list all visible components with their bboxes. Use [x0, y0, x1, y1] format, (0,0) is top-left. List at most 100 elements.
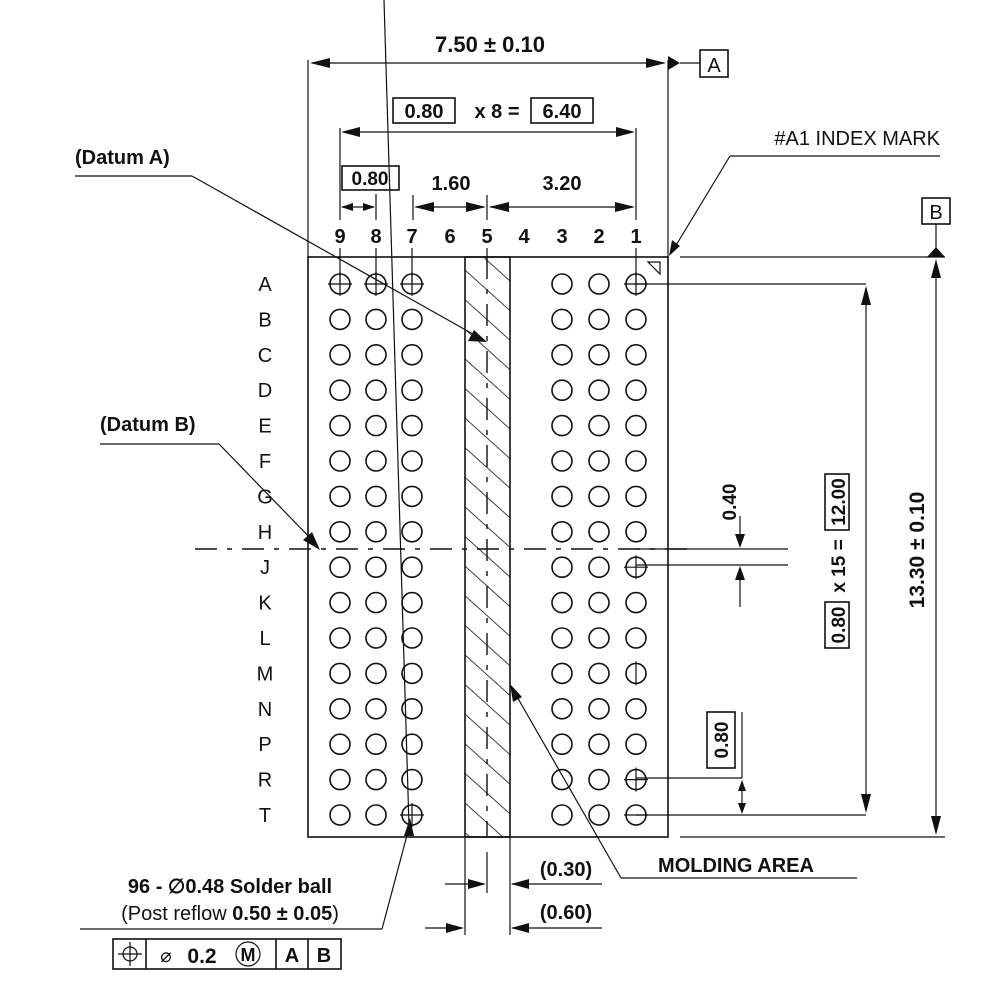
solder-ball: [625, 485, 647, 508]
solder-ball: [625, 414, 647, 437]
solder-ball: [365, 308, 387, 331]
solder-ball: [401, 450, 423, 472]
solder-ball: [588, 697, 610, 720]
row-label: L: [259, 628, 270, 650]
solder-ball: [365, 627, 387, 649]
pitch-y-box: 0.80: [829, 607, 850, 644]
solder-ball: [551, 591, 573, 614]
solder-ball: [401, 379, 423, 402]
overall-width-label: 7.50 ± 0.10: [435, 32, 545, 57]
column-label: 4: [518, 226, 530, 248]
solder-ball: [401, 520, 423, 543]
solder-ball: [588, 450, 610, 472]
solder-ball: [551, 343, 573, 366]
solder-ball: [625, 591, 647, 614]
row-label: M: [257, 663, 274, 685]
solder-ball: [588, 273, 610, 295]
post-reflow-label: (Post reflow 0.50 ± 0.05): [121, 903, 339, 925]
a1-index-triangle: [646, 261, 661, 276]
molding-030-label: (0.30): [540, 859, 592, 881]
solder-ball: [625, 450, 647, 472]
solder-ball: [329, 308, 351, 331]
solder-ball: [365, 414, 387, 437]
solder-ball: [588, 662, 610, 685]
solder-ball: [365, 591, 387, 614]
index-mark-label: #A1 INDEX MARK: [774, 128, 940, 150]
column-label: 2: [593, 226, 604, 248]
solder-ball: [588, 308, 610, 331]
solder-ball: [329, 768, 351, 791]
row-label: G: [257, 486, 273, 508]
overall-height-label: 13.30 ± 0.10: [906, 492, 929, 609]
solder-ball: [588, 768, 610, 791]
row-label: N: [258, 699, 272, 721]
pitch-small-label: 0.80: [352, 169, 389, 190]
molding-060-label: (0.60): [540, 902, 592, 924]
row-label: F: [259, 451, 271, 473]
row-label: K: [258, 593, 272, 615]
datum-b-box: [921, 197, 951, 225]
solder-ball: [588, 556, 610, 579]
solder-ball: [329, 662, 351, 685]
pitch-y-callout: 0.80 x 15 = 12.00: [824, 473, 850, 649]
pitch-x-total: 6.40: [543, 101, 582, 123]
datum-a-letter: A: [707, 55, 721, 77]
solder-ball: [401, 662, 423, 685]
solder-ball: [625, 308, 647, 331]
solder-ball: [401, 591, 423, 614]
solder-ball: [625, 520, 647, 543]
row-label: E: [258, 416, 271, 438]
row-label: H: [258, 522, 272, 544]
solder-ball: [588, 804, 610, 826]
solder-ball: [365, 697, 387, 720]
solder-ball: [588, 343, 610, 366]
solder-ball: [365, 343, 387, 366]
frame-datum-b: B: [317, 945, 331, 967]
solder-ball: [588, 591, 610, 614]
solder-ball: [551, 520, 573, 543]
solder-ball: [551, 308, 573, 331]
solder-ball: [329, 450, 351, 472]
solder-ball: [401, 556, 423, 579]
pitch-y-mult: x 15 =: [829, 539, 850, 592]
solder-ball: [365, 520, 387, 543]
solder-ball: [588, 379, 610, 402]
solder-ball: [329, 379, 351, 402]
solder-ball: [329, 343, 351, 366]
solder-ball: [365, 556, 387, 579]
gap-160-label: 1.60: [432, 173, 471, 195]
mmc-circle-icon: [235, 941, 261, 967]
solder-ball: [329, 804, 351, 826]
pitch-x-mult: x 8 =: [474, 101, 519, 123]
solder-ball: [625, 627, 647, 649]
row-label: T: [259, 805, 271, 827]
solder-ball: [329, 485, 351, 508]
solder-ball: [551, 804, 573, 826]
pitch-y-small-label: 0.80: [712, 722, 733, 759]
solder-ball: [401, 627, 423, 649]
solder-ball: [329, 520, 351, 543]
column-label: 9: [334, 226, 345, 248]
solder-ball: [588, 733, 610, 756]
solder-ball: [625, 343, 647, 366]
column-label: 3: [556, 226, 567, 248]
solder-ball: [329, 627, 351, 649]
solder-ball: [551, 450, 573, 472]
solder-ball: [624, 767, 648, 792]
solder-ball: [551, 485, 573, 508]
diameter-symbol: ⌀: [160, 946, 171, 967]
solder-ball: [365, 768, 387, 791]
solder-ball: [551, 733, 573, 756]
solder-ball: [588, 414, 610, 437]
row-label: J: [260, 557, 270, 579]
row-label: P: [258, 734, 271, 756]
solder-ball: [625, 379, 647, 402]
solder-ball: [365, 662, 387, 685]
solder-ball: [329, 697, 351, 720]
row-label: B: [258, 309, 271, 331]
solder-ball: [551, 627, 573, 649]
solder-ball: [401, 485, 423, 508]
solder-ball: [401, 343, 423, 366]
solder-ball: [401, 414, 423, 437]
